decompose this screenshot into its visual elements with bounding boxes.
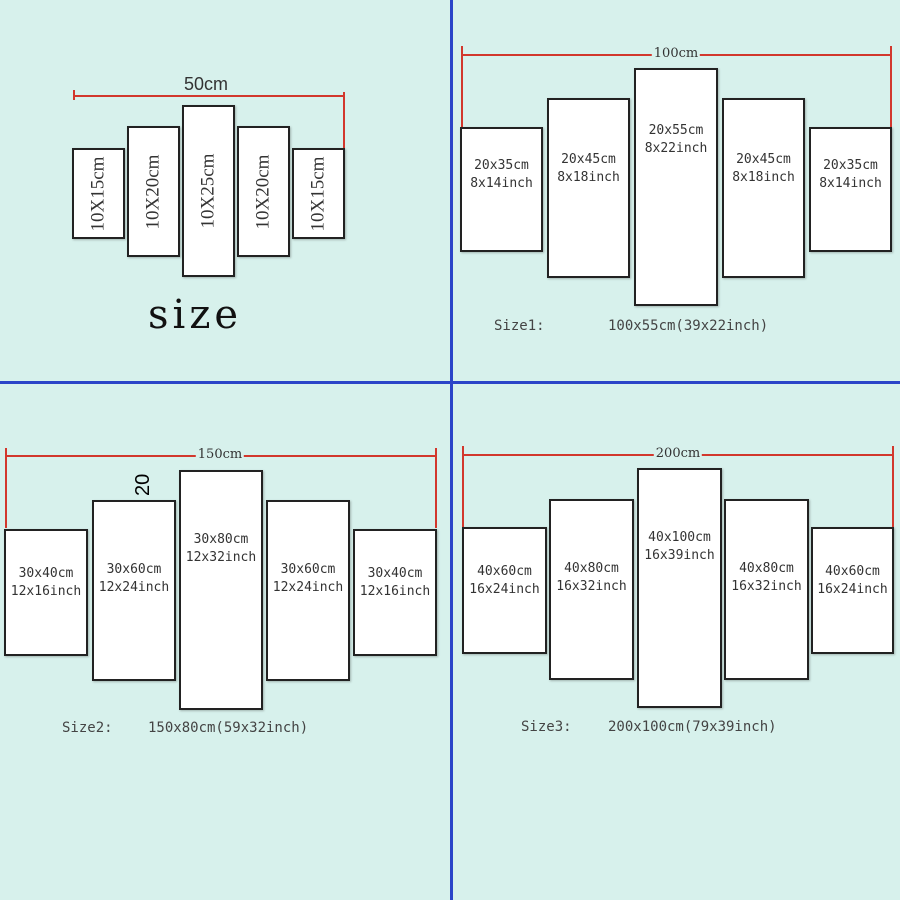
q1-panel-4: 10X20cm (237, 126, 290, 257)
q1-panel-1-label: 10X15cm (87, 156, 109, 231)
q1-panel-2-label: 10X20cm (142, 154, 164, 229)
q2-panel-4-inch: 8x18inch (732, 170, 795, 185)
q2-panel-2-inch: 8x18inch (557, 170, 620, 185)
q3-panel-1-cm: 30x40cm (18, 565, 74, 581)
q1-panel-5: 10X15cm (292, 148, 345, 239)
q2-panel-2: 20x45cm 8x18inch (547, 98, 630, 278)
q3-panel-5-inch: 12x16inch (359, 583, 431, 599)
q2-panel-5-inch: 8x14inch (819, 175, 882, 191)
q3-panel-3-inch: 12x32inch (185, 549, 257, 565)
q2-panel-4-cm: 20x45cm (736, 152, 791, 167)
q4-caption-label: Size3: (521, 719, 572, 735)
q1-panel-5-label: 10X15cm (307, 156, 329, 231)
q3-panel-2-cm: 30x60cm (106, 562, 162, 577)
q2-panel-4: 20x45cm 8x18inch (722, 98, 805, 278)
q4-panel-3-inch: 16x39inch (644, 547, 715, 563)
q3-panel-4: 30x60cm 12x24inch (266, 500, 350, 681)
q2-panel-1-inch: 8x14inch (470, 175, 533, 191)
q3-panel-3-cm: 30x80cm (193, 531, 249, 547)
q4-panel-4: 40x80cm 16x32inch (724, 499, 809, 680)
q4-panel-3-cm: 40x100cm (648, 529, 711, 545)
q4-panel-5: 40x60cm 16x24inch (811, 527, 894, 654)
q2-caption-label: Size1: (494, 318, 545, 334)
q1-panel-3-label: 10X25cm (197, 153, 219, 229)
q3-panel-5-cm: 30x40cm (367, 565, 423, 581)
q2-panel-2-cm: 20x45cm (561, 152, 616, 167)
q3-panel-2: 30x60cm 12x24inch (92, 500, 176, 681)
q4-panel-5-cm: 40x60cm (825, 563, 880, 579)
q1-panel-2: 10X20cm (127, 126, 180, 257)
q4-caption-value: 200x100cm(79x39inch) (608, 719, 777, 735)
q2-panel-5: 20x35cm 8x14inch (809, 127, 892, 252)
q4-panel-2: 40x80cm 16x32inch (549, 499, 634, 680)
q1-width-label: 50cm (183, 74, 229, 94)
q3-width-label: 150cm (195, 447, 245, 463)
q2-width-label: 100cm (651, 46, 701, 62)
q4-panel-1-inch: 16x24inch (469, 581, 540, 597)
q4-panel-2-inch: 16x32inch (556, 579, 627, 594)
q4-panel-4-cm: 40x80cm (739, 561, 794, 576)
q4-panel-5-inch: 16x24inch (817, 581, 888, 597)
q4-panel-3: 40x100cm 16x39inch (637, 468, 722, 708)
q2-panel-3-cm: 20x55cm (648, 122, 704, 138)
q2-panel-5-cm: 20x35cm (823, 157, 878, 173)
q3-caption-value: 150x80cm(59x32inch) (148, 720, 309, 736)
q3-panel-3: 30x80cm 12x32inch (179, 470, 263, 710)
q2-panel-3-inch: 8x22inch (644, 140, 708, 156)
q3-panel-4-cm: 30x60cm (280, 562, 336, 577)
q3-panel-5: 30x40cm 12x16inch (353, 529, 437, 656)
q3-panel-4-inch: 12x24inch (272, 580, 344, 595)
q2-panel-1: 20x35cm 8x14inch (460, 127, 543, 252)
q4-panel-1-cm: 40x60cm (477, 563, 532, 579)
q3-extra-label: 20 (132, 473, 154, 496)
q2-panel-1-cm: 20x35cm (474, 157, 529, 173)
q1-panel-4-label: 10X20cm (252, 154, 274, 229)
vertical-divider (450, 0, 453, 900)
q1-panel-1: 10X15cm (72, 148, 125, 239)
q4-panel-1: 40x60cm 16x24inch (462, 527, 547, 654)
q3-caption-label: Size2: (62, 720, 113, 736)
size-word: size (148, 292, 243, 338)
q3-panel-2-inch: 12x24inch (98, 580, 170, 595)
q1-panel-3: 10X25cm (182, 105, 235, 277)
q2-caption-value: 100x55cm(39x22inch) (608, 318, 769, 334)
q3-panel-1-inch: 12x16inch (10, 583, 82, 599)
horizontal-divider (0, 381, 900, 384)
q4-panel-4-inch: 16x32inch (731, 579, 802, 594)
q3-panel-1: 30x40cm 12x16inch (4, 529, 88, 656)
q2-panel-3: 20x55cm 8x22inch (634, 68, 718, 306)
q4-width-label: 200cm (653, 446, 703, 462)
q4-panel-2-cm: 40x80cm (564, 561, 619, 576)
